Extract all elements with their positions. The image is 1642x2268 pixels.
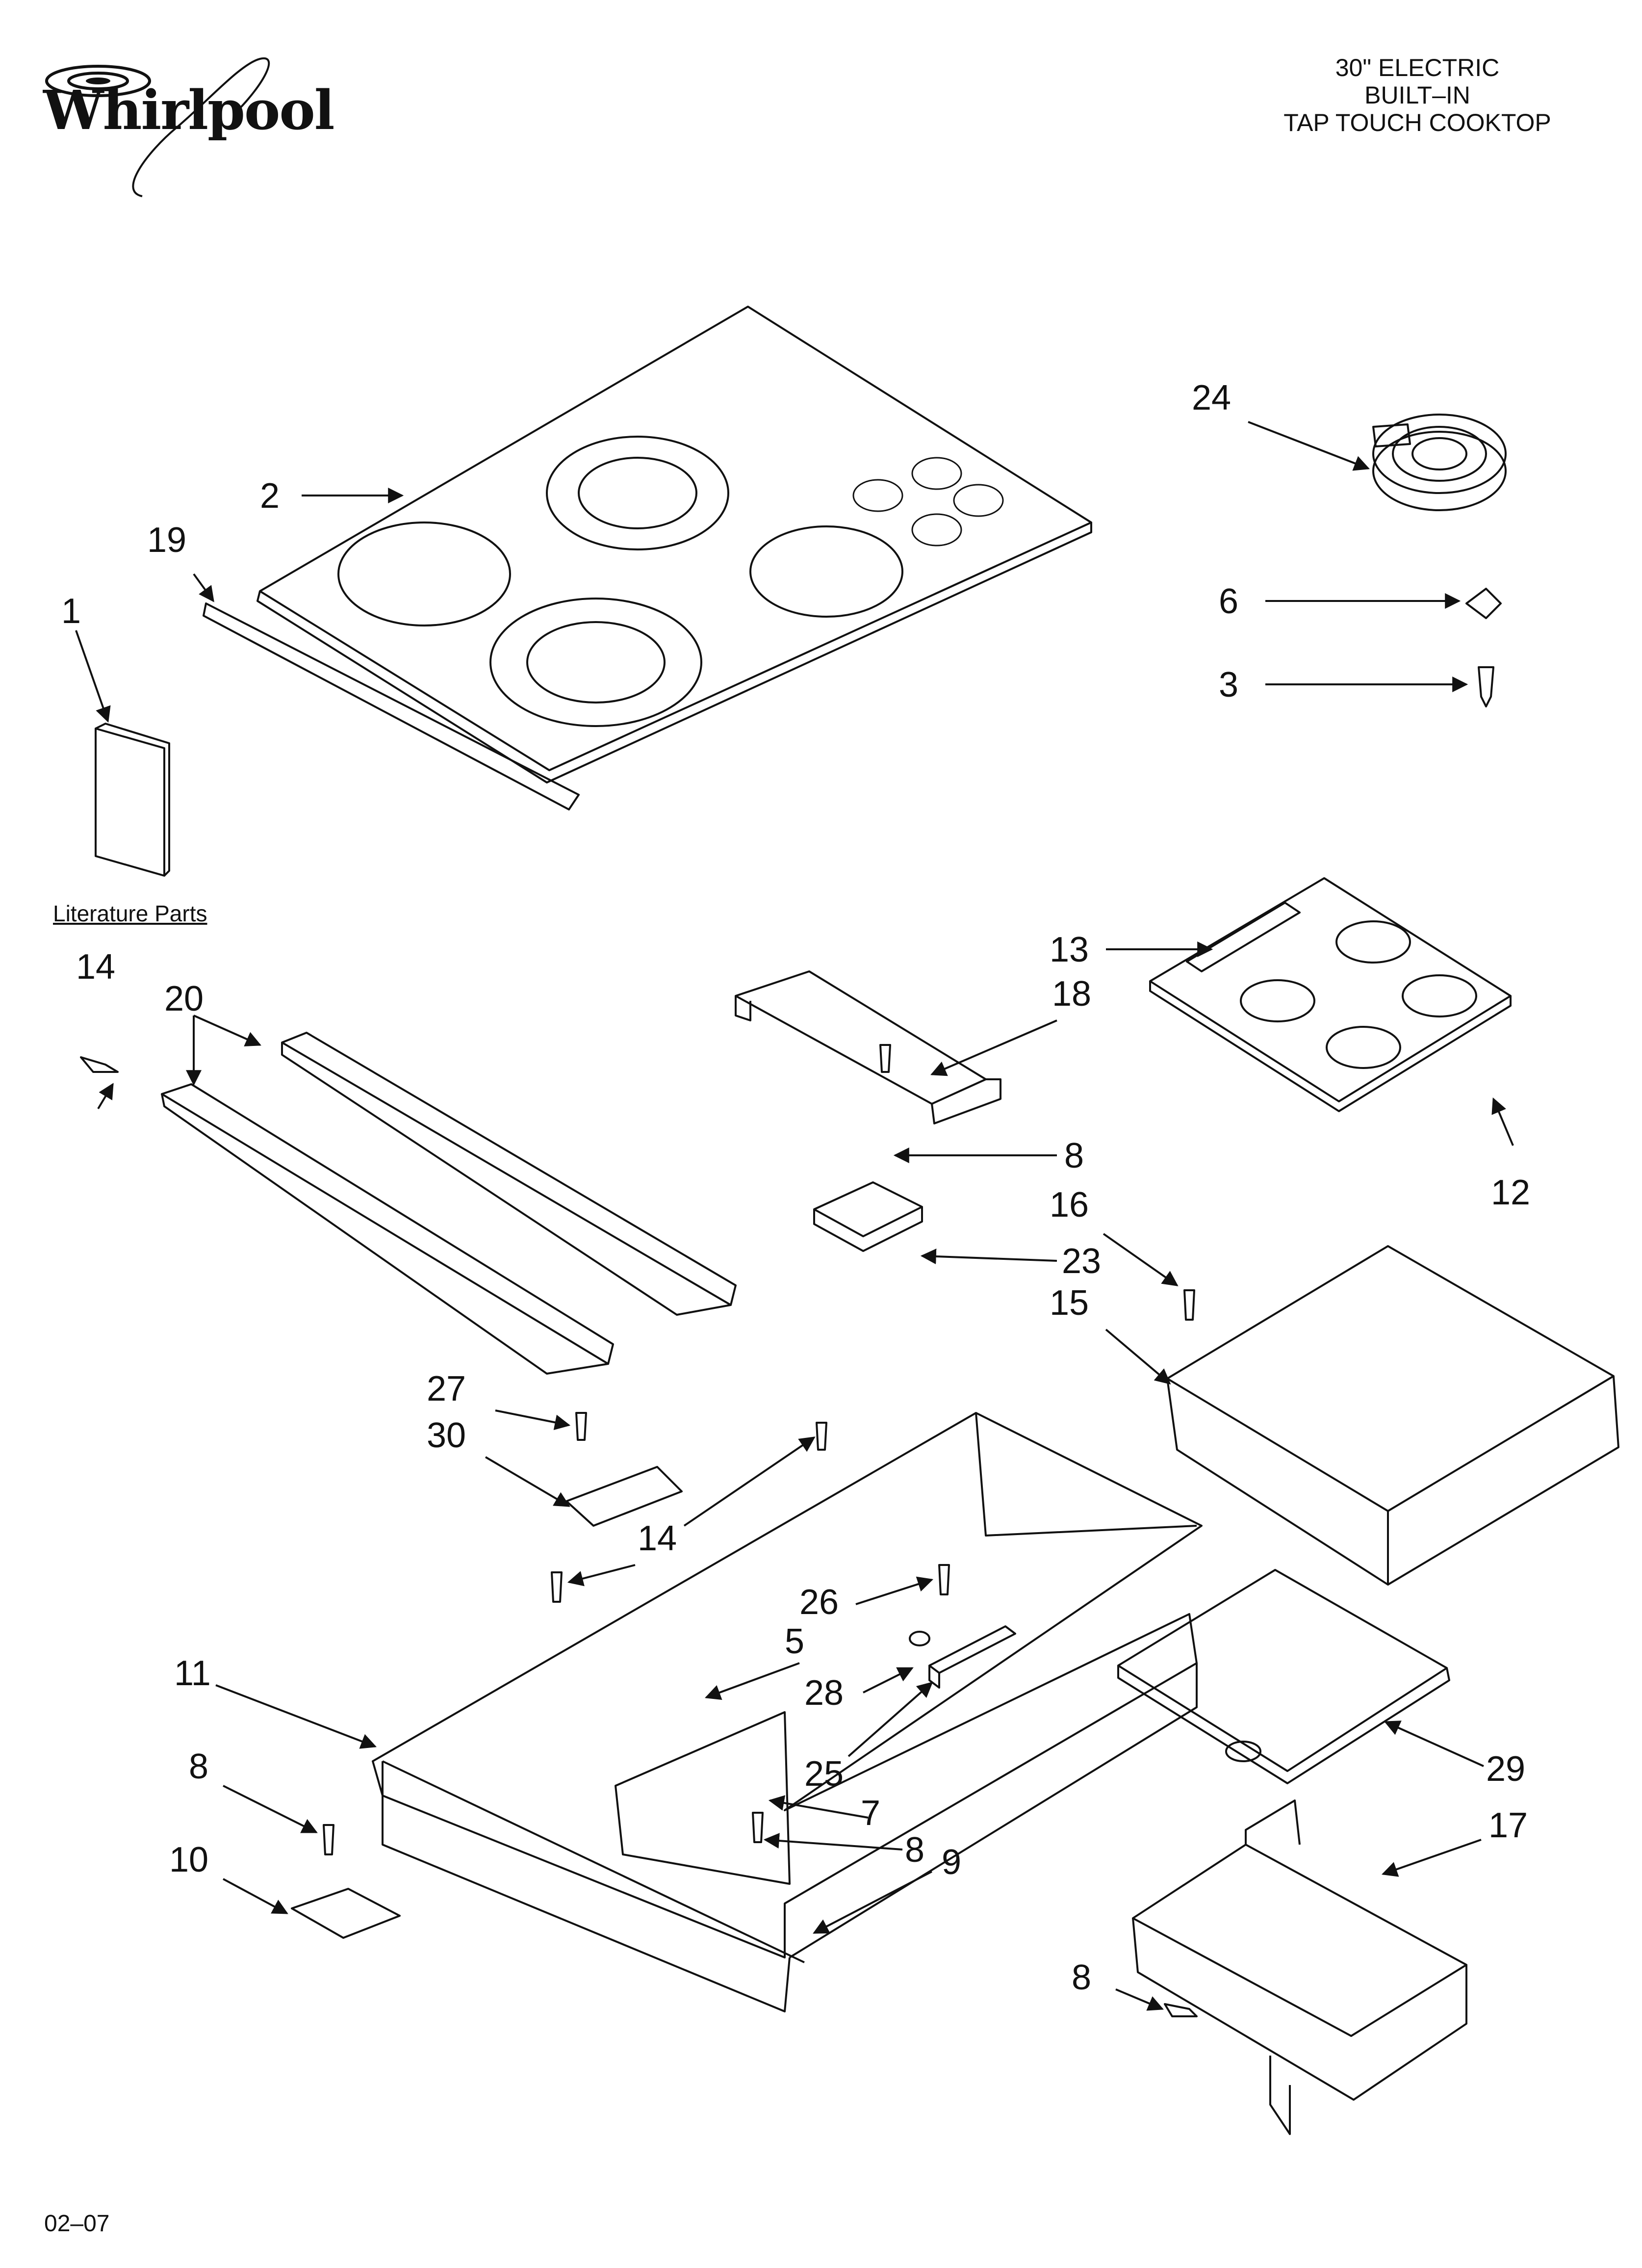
- whirlpool-logo: [29, 54, 334, 201]
- brand-name: Whirlpool: [43, 78, 334, 142]
- chassis-pan-part: [372, 1412, 1203, 2012]
- callout-7: 7: [861, 1794, 880, 1833]
- callout-9: 9: [942, 1843, 961, 1882]
- title-line-2: BUILT–IN: [1364, 81, 1470, 109]
- side-rails-part: [161, 1032, 737, 1375]
- callout-13: 13: [1050, 930, 1089, 969]
- screw-part: [1478, 666, 1494, 707]
- callout-15: 15: [1050, 1283, 1089, 1323]
- callout-27: 27: [427, 1369, 466, 1408]
- callout-25: 25: [804, 1754, 844, 1794]
- callout-labels: 2 19 1 24 6 3 13 18 12 8 23 16 15 14 20 …: [61, 378, 1530, 1997]
- small-bracket-part: [813, 1181, 923, 1252]
- title-line-1: 30" ELECTRIC: [1335, 54, 1500, 81]
- callout-11: 11: [174, 1654, 211, 1693]
- callout-8a: 8: [1064, 1136, 1084, 1175]
- cover-plate-part: [1117, 1569, 1450, 1784]
- callout-26: 26: [799, 1583, 839, 1622]
- callout-8d: 8: [1072, 1958, 1091, 1997]
- relay-box-part: [1132, 1799, 1467, 2135]
- callout-8b: 8: [905, 1830, 924, 1870]
- screws: [80, 1044, 1198, 2017]
- callout-14b: 14: [638, 1519, 677, 1558]
- callout-16: 16: [1050, 1185, 1089, 1225]
- callout-20: 20: [164, 979, 204, 1018]
- power-supply-board-part: [1166, 1245, 1619, 1586]
- callout-18: 18: [1052, 974, 1091, 1014]
- callout-2: 2: [260, 476, 280, 516]
- callout-5: 5: [785, 1622, 804, 1661]
- mounting-bracket-part: [565, 1466, 683, 1527]
- callout-12: 12: [1491, 1173, 1530, 1212]
- literature-booklet-part: [95, 723, 170, 877]
- glass-cooktop-part: [257, 306, 1092, 783]
- callout-29: 29: [1486, 1749, 1525, 1789]
- revision-code: 02–07: [44, 2211, 110, 2237]
- inner-divider-part: [615, 1711, 791, 1885]
- literature-parts-label: Literature Parts: [53, 901, 207, 926]
- callout-1: 1: [61, 592, 81, 631]
- front-trim-strip-part: [203, 602, 580, 810]
- callout-10: 10: [169, 1840, 208, 1879]
- base-bracket-part: [291, 1888, 401, 1939]
- whirlpool-swirl-logo-icon: [45, 57, 270, 197]
- callout-30: 30: [427, 1416, 466, 1455]
- callout-19: 19: [147, 521, 186, 560]
- radiant-element-part: [1372, 414, 1507, 511]
- touch-control-zones: [852, 457, 1004, 547]
- callout-23: 23: [1062, 1242, 1101, 1281]
- control-board-part: [1149, 877, 1512, 1112]
- callout-28: 28: [804, 1673, 844, 1713]
- callout-6: 6: [1219, 582, 1238, 621]
- model-title: 30" ELECTRIC BUILT–IN TAP TOUCH COOKTOP: [1246, 54, 1589, 136]
- callout-14a: 14: [76, 947, 115, 987]
- leader-lines: [75, 421, 1514, 2011]
- callout-24: 24: [1192, 378, 1231, 417]
- callout-8c: 8: [189, 1747, 208, 1786]
- callout-17: 17: [1488, 1806, 1528, 1845]
- callout-3: 3: [1219, 665, 1238, 704]
- title-line-3: TAP TOUCH COOKTOP: [1283, 109, 1551, 136]
- terminal-block-part: [928, 1625, 1016, 1689]
- clip-part: [1465, 588, 1502, 619]
- ribbon-cable-part: [735, 970, 1001, 1124]
